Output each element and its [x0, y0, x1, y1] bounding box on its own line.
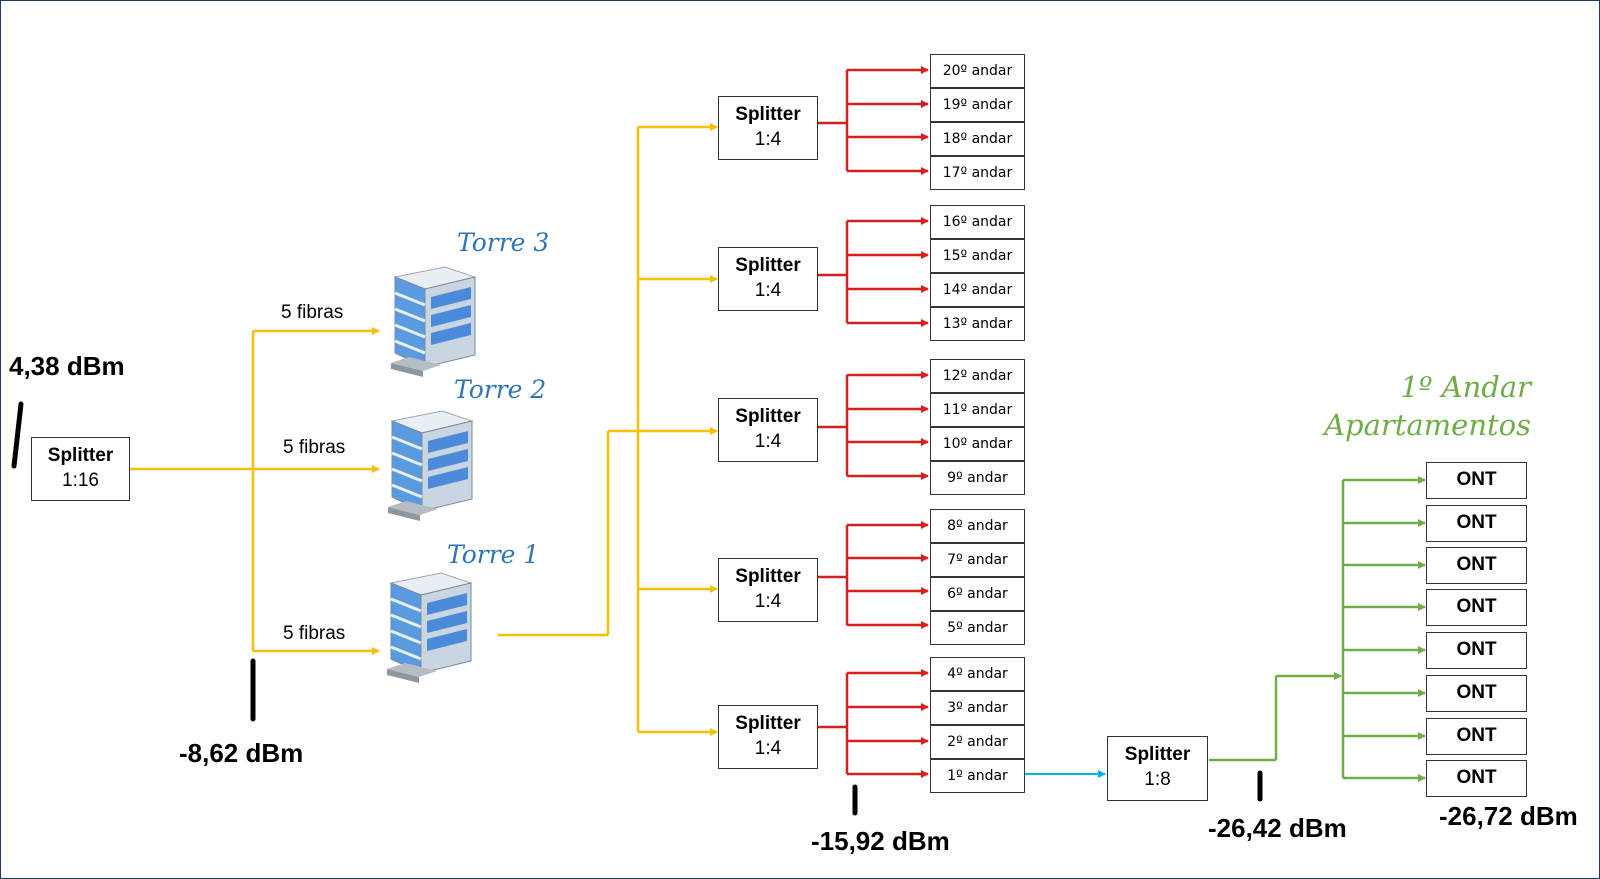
main-splitter: Splitter 1:16: [31, 437, 130, 501]
ont-box: ONT: [1426, 718, 1527, 755]
ont-box: ONT: [1426, 547, 1527, 584]
apartments-title-line1: 1º Andar: [1400, 370, 1531, 404]
floor-box: 12º andar: [930, 359, 1025, 393]
splitter-ratio: 1:8: [1144, 769, 1171, 790]
apartment-fibers: [1209, 476, 1426, 782]
floor-box: 11º andar: [930, 393, 1025, 427]
ont-box: ONT: [1426, 505, 1527, 542]
office-building-icon: [391, 266, 477, 377]
ont-box: ONT: [1426, 632, 1527, 669]
power-level-splitter-8: -26,42 dBm: [1208, 813, 1347, 843]
splitter-name: Splitter: [735, 713, 801, 734]
splitter-name: Splitter: [735, 566, 801, 587]
floor-box: 3º andar: [930, 691, 1025, 725]
floor-splitter: Splitter 1:4: [718, 705, 818, 769]
ont-box: ONT: [1426, 675, 1527, 712]
power-level-splitter-4: -15,92 dBm: [811, 826, 950, 856]
tower-3-label: Torre 3: [457, 228, 550, 257]
floor-box: 15º andar: [930, 239, 1025, 273]
splitter-name: Splitter: [735, 255, 801, 276]
floor-box: 10º andar: [930, 427, 1025, 461]
splitter-name: Splitter: [735, 104, 801, 125]
fiber-count-label: 5 fibras: [281, 302, 344, 323]
fiber-count-label: 5 fibras: [283, 623, 346, 644]
power-level-input: 4,38 dBm: [9, 351, 125, 381]
floor-box: 1º andar: [930, 759, 1025, 793]
measurement-markers: [11, 401, 1263, 816]
office-building-icon: [388, 410, 474, 521]
splitter-ratio: 1:4: [754, 431, 782, 452]
floor-box: 5º andar: [930, 611, 1025, 645]
splitter-name: Splitter: [47, 445, 114, 466]
ont-box: ONT: [1426, 589, 1527, 626]
floor-box: 14º andar: [930, 273, 1025, 307]
floor-box: 8º andar: [930, 509, 1025, 543]
floor-box: 4º andar: [930, 657, 1025, 691]
floor-splitter: Splitter 1:4: [718, 558, 818, 622]
apartment-splitter: Splitter 1:8: [1107, 736, 1208, 801]
ont-box: ONT: [1426, 462, 1527, 499]
floor-box: 9º andar: [930, 461, 1025, 495]
feeder-fibers: [129, 327, 380, 655]
floor-box: 6º andar: [930, 577, 1025, 611]
floor-box: 13º andar: [930, 307, 1025, 341]
floor-box: 18º andar: [930, 122, 1025, 156]
fiber-count-label: 5 fibras: [283, 437, 346, 458]
apartments-title-line2: Apartamentos: [1324, 408, 1531, 442]
floor-box: 17º andar: [930, 156, 1025, 190]
power-level-ont: -26,72 dBm: [1439, 801, 1578, 831]
ont-box: ONT: [1426, 760, 1527, 797]
floor-box: 2º andar: [930, 725, 1025, 759]
power-level-splitter-16: -8,62 dBm: [179, 738, 304, 768]
floor-splitter: Splitter 1:4: [718, 247, 818, 311]
apartments-title: 1º Andar Apartamentos: [1324, 368, 1531, 444]
floor-box: 20º andar: [930, 54, 1025, 88]
tower-2-label: Torre 2: [454, 375, 547, 404]
floor-box: 7º andar: [930, 543, 1025, 577]
splitter-ratio: 1:16: [62, 470, 99, 491]
splitter-ratio: 1:4: [754, 738, 782, 759]
floor-fibers: [818, 66, 929, 778]
floor-splitter: Splitter 1:4: [718, 96, 818, 160]
splitter-name: Splitter: [735, 406, 801, 427]
floor-box: 19º andar: [930, 88, 1025, 122]
riser-fibers: [498, 123, 718, 736]
tower-1-label: Torre 1: [447, 540, 540, 569]
floor-box: 16º andar: [930, 205, 1025, 239]
splitter-ratio: 1:4: [754, 591, 782, 612]
office-building-icon: [387, 572, 473, 683]
splitter-name: Splitter: [1124, 744, 1191, 765]
splitter-ratio: 1:4: [754, 280, 782, 301]
floor-splitter: Splitter 1:4: [718, 398, 818, 462]
splitter-ratio: 1:4: [754, 129, 782, 150]
